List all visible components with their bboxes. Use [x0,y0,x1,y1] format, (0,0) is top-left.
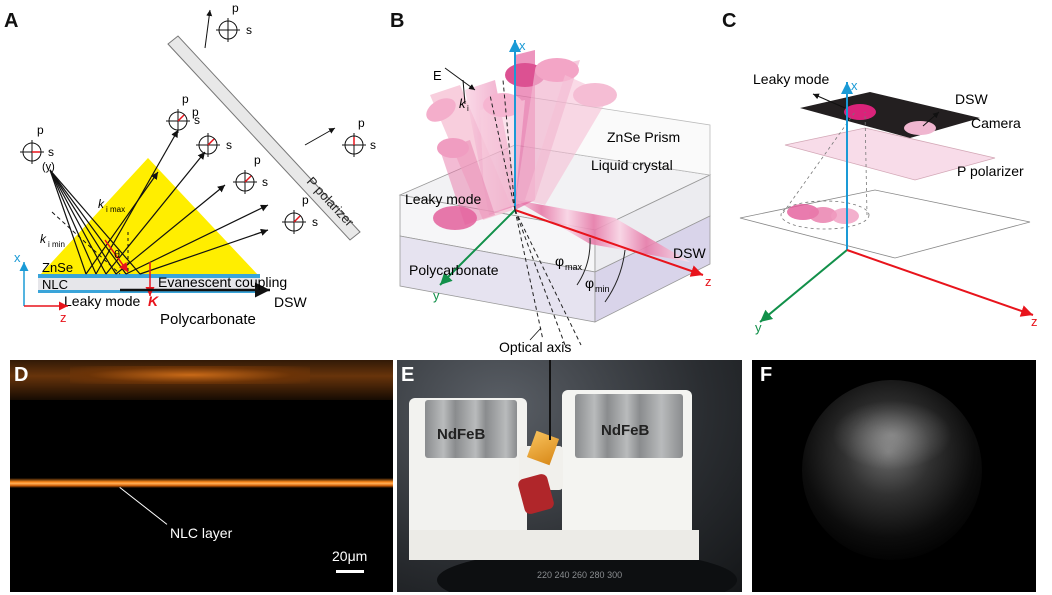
panel-c-diagram: Leaky mode DSW Camera P polarizer x y z [739,71,1038,335]
magnet-left [425,400,517,458]
svg-text:x: x [14,250,21,265]
svg-text:z: z [705,274,712,289]
znse-label: ZnSe [42,260,73,275]
svg-text:(y): (y) [42,161,55,173]
lc-label: Liquid crystal [591,157,673,173]
c-dsw-label: DSW [955,91,988,107]
svg-text:φ: φ [585,275,594,291]
panel-f-label: F [760,364,773,386]
svg-text:p: p [37,123,44,137]
svg-text:x: x [851,78,858,93]
nlc-layer-stripe [10,478,393,488]
magnet-left-label: NdFeB [437,426,486,443]
incoming-rays [49,169,141,275]
panel-d-micrograph: D NLC layer 20μm [10,360,393,592]
optical-axis-label: Optical axis [499,339,571,355]
svg-text:s: s [226,138,232,152]
b-dsw-label: DSW [673,245,706,261]
svg-text:i max: i max [106,205,125,214]
svg-text:p: p [358,116,365,130]
svg-text:s: s [246,23,252,37]
c-polarizer-label: P polarizer [957,163,1024,179]
svg-text:p: p [182,92,189,106]
camera-leaky-spot [844,104,876,120]
panel-a-diagram: P polarizer [14,1,376,328]
dsw-beam [515,200,690,262]
svg-text:y: y [755,320,762,335]
svg-text:s: s [312,215,318,229]
svg-text:p: p [254,153,261,167]
leaky-mode-spot [433,206,477,230]
magnet-right-label: NdFeB [601,422,650,439]
svg-text:x: x [519,38,526,53]
svg-text:min: min [595,284,610,294]
dsw-label: DSW [274,294,307,310]
svg-text:p: p [232,1,239,15]
camera-dsw-spot [904,121,936,135]
nlc-layer [38,278,260,290]
camera-plane [800,92,980,138]
svg-text:z: z [1031,314,1038,329]
svg-text:s: s [262,175,268,189]
panel-c-label: C [722,10,737,32]
svg-text:θ: θ [114,249,120,261]
znse-interface [38,274,260,278]
svg-text:φ: φ [555,253,564,269]
svg-text:p: p [192,105,199,119]
svg-text:s: s [194,113,200,127]
svg-text:k: k [40,232,47,246]
svg-text:i: i [467,104,469,113]
znse-prism [40,158,258,275]
svg-text:max: max [565,262,583,272]
base-plane [739,189,1031,259]
svg-text:z: z [60,310,67,325]
scale-bar-label: 20μm [332,548,368,564]
fiber-cable [549,360,551,440]
base-spots [787,204,859,224]
c-leaky-label: Leaky mode [753,71,829,87]
svg-text:s: s [48,145,54,159]
b-leaky-label: Leaky mode [405,191,481,207]
polycarbonate-label: Polycarbonate [160,311,256,328]
svg-text:K: K [148,293,159,309]
panel-e-label: E [401,364,415,386]
panel-e-photo: 220 240 260 280 300 NdFeB NdFeB E [397,360,742,592]
holder-base [409,530,699,560]
evanescent-label: Evanescent coupling [158,274,287,290]
svg-text:y: y [433,288,440,303]
dial-ticks: 220 240 260 280 300 [537,570,623,580]
svg-text:s: s [370,138,376,152]
polarizer-plane [784,127,996,181]
svg-text:k: k [98,197,105,211]
svg-text:i min: i min [48,240,65,249]
panel-f-camera-image: F [752,360,1036,592]
svg-text:p: p [302,193,309,207]
panel-a-label: A [4,10,19,32]
nlc-label: NLC [42,277,68,292]
magnet-right [575,394,683,458]
svg-text:E: E [433,68,442,83]
speckle-pattern [802,380,982,560]
camera-label: Camera [971,115,1021,131]
svg-text:k: k [459,96,467,111]
panel-d-label: D [14,364,29,386]
panel-b-diagram: E k i ZnSe Prism Liquid crystal Leaky mo… [398,38,712,355]
b-polycarbonate-label: Polycarbonate [409,262,499,278]
scale-bar [336,570,364,573]
leaky-mode-label: Leaky mode [64,293,140,309]
nlc-layer-label: NLC layer [170,525,233,541]
polarizer-plate [167,35,361,241]
prism-label: ZnSe Prism [607,129,680,145]
panel-b-label: B [390,10,405,32]
